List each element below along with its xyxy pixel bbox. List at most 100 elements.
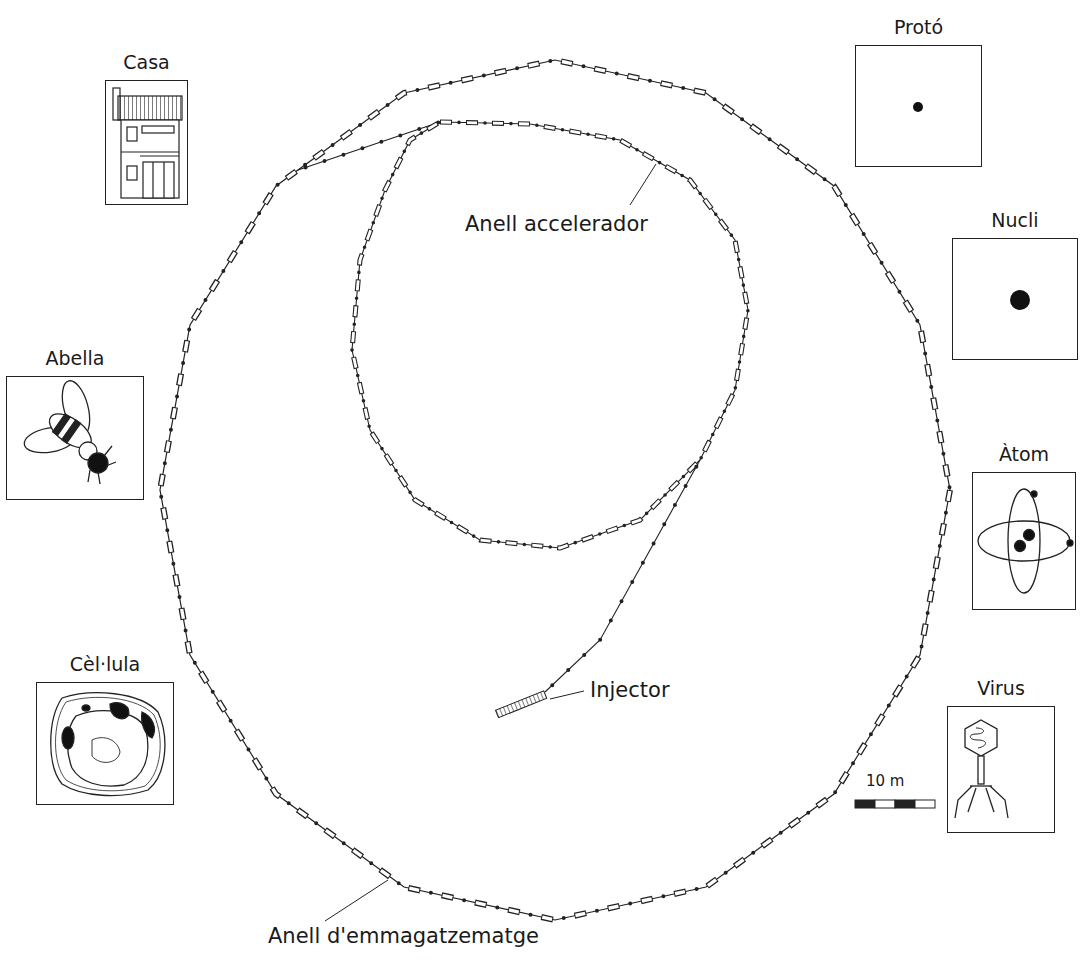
figure-heading: Protó [855, 16, 982, 39]
part-label: Anell d'emmagatzematge [268, 924, 539, 949]
injector [496, 691, 547, 718]
virus-icon [978, 756, 984, 784]
part-label: 10 m [866, 772, 904, 790]
scale-bar [915, 800, 935, 808]
house-icon [142, 126, 174, 133]
storage-ring [160, 60, 950, 920]
figure-frame [952, 238, 1078, 360]
cell-icon [142, 712, 155, 738]
virus-icon [955, 786, 972, 818]
scale-bar [875, 800, 895, 808]
accelerator-ring [352, 122, 748, 548]
injector [545, 460, 700, 692]
leader-line [325, 164, 656, 921]
figure-heading: Àtom [972, 443, 1076, 466]
house-icon [152, 162, 153, 198]
house-icon [143, 162, 174, 198]
cell-icon [56, 697, 161, 790]
virus-icon [968, 788, 976, 812]
scale-bar [895, 800, 915, 808]
figure-frame [6, 376, 144, 500]
transfer-line [298, 122, 440, 170]
accelerator-ring [352, 122, 748, 548]
atom-icon [1008, 489, 1040, 593]
figure-box: Àtom [972, 443, 1076, 610]
bee-icon [98, 472, 100, 484]
scale-bar [855, 800, 875, 808]
atom-icon [1067, 540, 1073, 546]
injector [496, 691, 547, 718]
virus-icon [990, 786, 1008, 818]
house-icon [121, 151, 179, 152]
cell-icon [51, 693, 165, 796]
house-icon [163, 162, 164, 198]
storage-ring [160, 60, 950, 920]
bee-icon [88, 470, 90, 482]
figure-frame [36, 682, 174, 805]
injector [496, 460, 700, 718]
figure-heading: Casa [105, 51, 188, 74]
figure-box: Cèl·lula [36, 653, 174, 805]
atom-icon [978, 521, 1070, 561]
part-label: Injector [590, 678, 670, 703]
injector [545, 460, 700, 692]
proton-icon [913, 102, 923, 112]
cell-icon [92, 738, 120, 763]
atom-icon [1031, 491, 1037, 497]
atom-icon [1015, 541, 1026, 552]
virus-icon [965, 720, 997, 756]
part-label: Anell accelerador [465, 212, 648, 237]
bee-icon [22, 378, 116, 484]
nucleus-icon [1010, 290, 1030, 310]
figure-heading: Cèl·lula [36, 653, 174, 676]
cell-icon [110, 703, 129, 719]
cell-icon [51, 693, 165, 796]
figure-heading: Virus [947, 677, 1055, 700]
transfer-line [298, 122, 440, 170]
figure-heading: Abella [6, 347, 144, 370]
figure-frame [947, 706, 1055, 833]
house-icon [127, 127, 137, 141]
scale-bar [855, 800, 935, 808]
house-icon [118, 96, 182, 120]
bee-icon [106, 462, 116, 466]
bee-icon [104, 446, 112, 456]
figure-frame [105, 80, 188, 205]
accelerator-ring [352, 122, 748, 548]
accelerator-ring [352, 122, 748, 548]
house-icon [140, 155, 179, 156]
bee-icon [88, 453, 108, 473]
cell-icon [62, 727, 74, 749]
storage-ring [160, 60, 950, 920]
accelerator-ring [352, 122, 748, 548]
figure-frame [972, 472, 1076, 610]
cell-icon [67, 711, 147, 786]
figure-box: Casa [105, 51, 188, 205]
virus-icon [970, 728, 985, 748]
virus-icon [970, 785, 992, 786]
storage-ring [160, 60, 950, 920]
house-icon [127, 166, 137, 180]
figure-box: Virus [947, 677, 1055, 833]
virus-icon [955, 720, 1008, 818]
figure-box: Protó [855, 16, 982, 167]
leader-line [630, 164, 656, 205]
bee-icon [62, 420, 81, 443]
transfer-line [298, 122, 440, 170]
figure-box: Abella [6, 347, 144, 500]
house-icon [121, 120, 179, 198]
leader-line [325, 880, 388, 921]
atom-icon [1024, 530, 1035, 541]
virus-icon [986, 788, 994, 812]
figure-frame [855, 45, 982, 167]
leader-line [550, 691, 584, 699]
figure-heading: Nucli [952, 209, 1078, 232]
storage-ring [160, 60, 950, 920]
cell-icon [82, 705, 90, 711]
house-icon [113, 88, 182, 198]
figure-box: Nucli [952, 209, 1078, 360]
